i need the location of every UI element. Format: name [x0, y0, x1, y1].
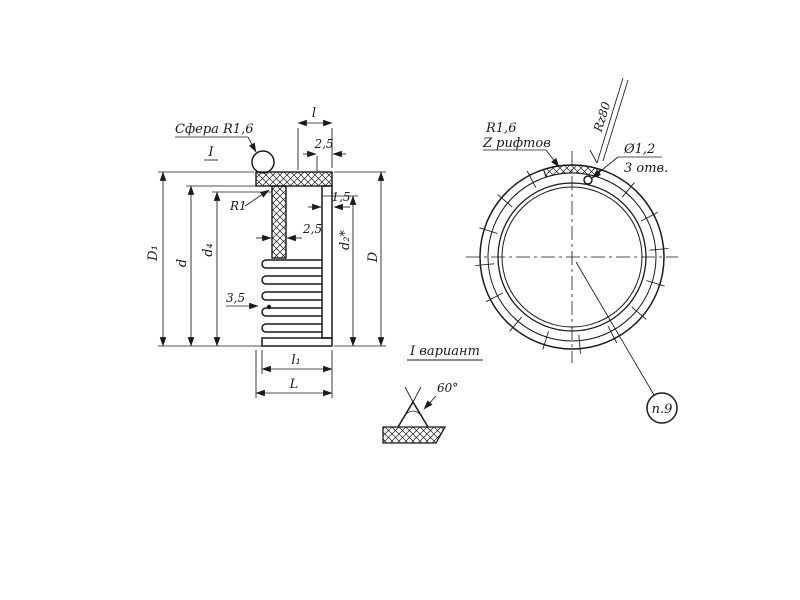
right-view: R1,6 Z рифтов Rz80 Ø1,2 3 отв. п.9 — [466, 77, 678, 424]
roughness-label: Rz80 — [591, 100, 614, 135]
dim-wall-left-label: 2,5 — [302, 222, 322, 236]
variant-detail: I вариант 60° — [382, 344, 483, 444]
knurl-radius-label: R1,6 — [485, 121, 516, 136]
right-view-labels: R1,6 Z рифтов Rz80 Ø1,2 3 отв. п.9 — [482, 100, 672, 417]
left-view-part — [251, 150, 333, 347]
variant-title: I вариант — [409, 344, 480, 359]
dim-wall-right-label: 1,5 — [331, 190, 350, 204]
thread-comb — [261, 259, 322, 333]
left-wall-section — [271, 185, 287, 259]
dim-l1-label: l₁ — [291, 353, 300, 368]
dim-d2-label: d₂* — [338, 229, 353, 250]
left-view-dimensions — [158, 119, 386, 398]
small-hole — [583, 175, 593, 185]
variant-hatched-strip — [382, 426, 447, 444]
knurl-count-label: Z рифтов — [482, 136, 551, 151]
variant-angle-label: 60° — [437, 381, 458, 395]
right-wall — [321, 185, 333, 339]
section-mark-label: I — [207, 145, 214, 160]
knurled-flange-section — [255, 171, 333, 187]
dim-l-label: l — [312, 106, 316, 121]
dim-L-label: L — [289, 377, 299, 392]
item-ref-label: п.9 — [652, 402, 673, 417]
left-view-labels: Сфера R1,6 I l 2,5 1,5 R1 2,5 3,5 D₁ d d… — [146, 106, 381, 392]
sphere-detail — [251, 150, 275, 174]
right-view-annotations — [483, 77, 662, 396]
hole-count-label: 3 отв. — [624, 161, 668, 176]
dim-slot-label: 3,5 — [226, 291, 245, 305]
dim-d1-outer-label: D₁ — [146, 245, 161, 262]
item-ref-balloon — [646, 392, 678, 424]
bottom-band — [261, 337, 333, 347]
hole-diameter-label: Ø1,2 — [623, 142, 655, 157]
slot-dot — [266, 304, 272, 310]
dim-top-offset-label: 2,5 — [313, 137, 333, 151]
sphere-radius-label: Сфера R1,6 — [175, 122, 253, 137]
variant-tooth-profile — [397, 400, 429, 428]
variant-angle-dim — [403, 386, 437, 417]
right-view-part — [466, 151, 678, 363]
dim-d-label: d — [175, 259, 190, 267]
dim-d-big-label: D — [366, 251, 381, 263]
fillet-label: R1 — [229, 199, 247, 213]
knurl-ticks — [475, 170, 669, 354]
dim-d4-label: d₄ — [201, 243, 216, 257]
left-view: Сфера R1,6 I l 2,5 1,5 R1 2,5 3,5 D₁ d d… — [146, 106, 386, 398]
